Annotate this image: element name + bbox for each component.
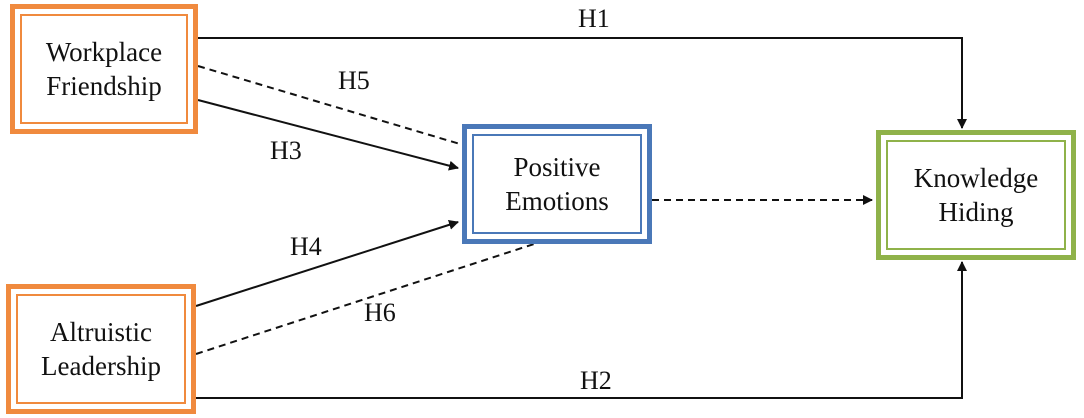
altruistic-leadership-inner-border bbox=[16, 294, 186, 404]
workplace-friendship-label: Workplace Friendship bbox=[46, 35, 162, 103]
altruistic-leadership-line1: Altruistic bbox=[49, 317, 152, 347]
workplace-friendship-inner-border bbox=[20, 14, 188, 124]
positive-emotions-label: Positive Emotions bbox=[505, 150, 609, 218]
positive-emotions-line2: Emotions bbox=[505, 186, 609, 216]
workplace-friendship-line1: Workplace bbox=[45, 37, 163, 67]
altruistic-leadership-label: Altruistic Leadership bbox=[41, 315, 161, 383]
edge-h3 bbox=[197, 99, 459, 171]
hypothesis-label-h3: H3 bbox=[270, 136, 302, 165]
hypothesis-label-h5: H5 bbox=[338, 66, 370, 95]
knowledge-hiding-label: Knowledge Hiding bbox=[914, 161, 1038, 229]
positive-emotions-inner-border bbox=[472, 134, 642, 234]
edge-h4 bbox=[195, 219, 459, 307]
knowledge-hiding-line1: Knowledge bbox=[913, 163, 1039, 193]
workplace-friendship-box: Workplace Friendship bbox=[10, 4, 198, 134]
knowledge-hiding-line2: Hiding bbox=[938, 197, 1014, 227]
positive-emotions-box: Positive Emotions bbox=[462, 124, 652, 244]
edge-h1 bbox=[198, 37, 967, 129]
edge-h5 bbox=[197, 65, 461, 145]
workplace-friendship-line2: Friendship bbox=[46, 71, 162, 101]
edge-h2 bbox=[196, 261, 967, 399]
knowledge-hiding-inner-border bbox=[886, 140, 1066, 250]
hypothesis-label-h6: H6 bbox=[364, 298, 396, 327]
hypothesis-label-h2: H2 bbox=[580, 366, 612, 395]
altruistic-leadership-box: Altruistic Leadership bbox=[6, 284, 196, 414]
altruistic-leadership-line2: Leadership bbox=[41, 351, 161, 381]
knowledge-hiding-box: Knowledge Hiding bbox=[876, 130, 1076, 260]
positive-emotions-line1: Positive bbox=[513, 152, 601, 182]
hypothesis-label-h4: H4 bbox=[290, 232, 322, 261]
hypothesis-label-h1: H1 bbox=[578, 4, 610, 33]
